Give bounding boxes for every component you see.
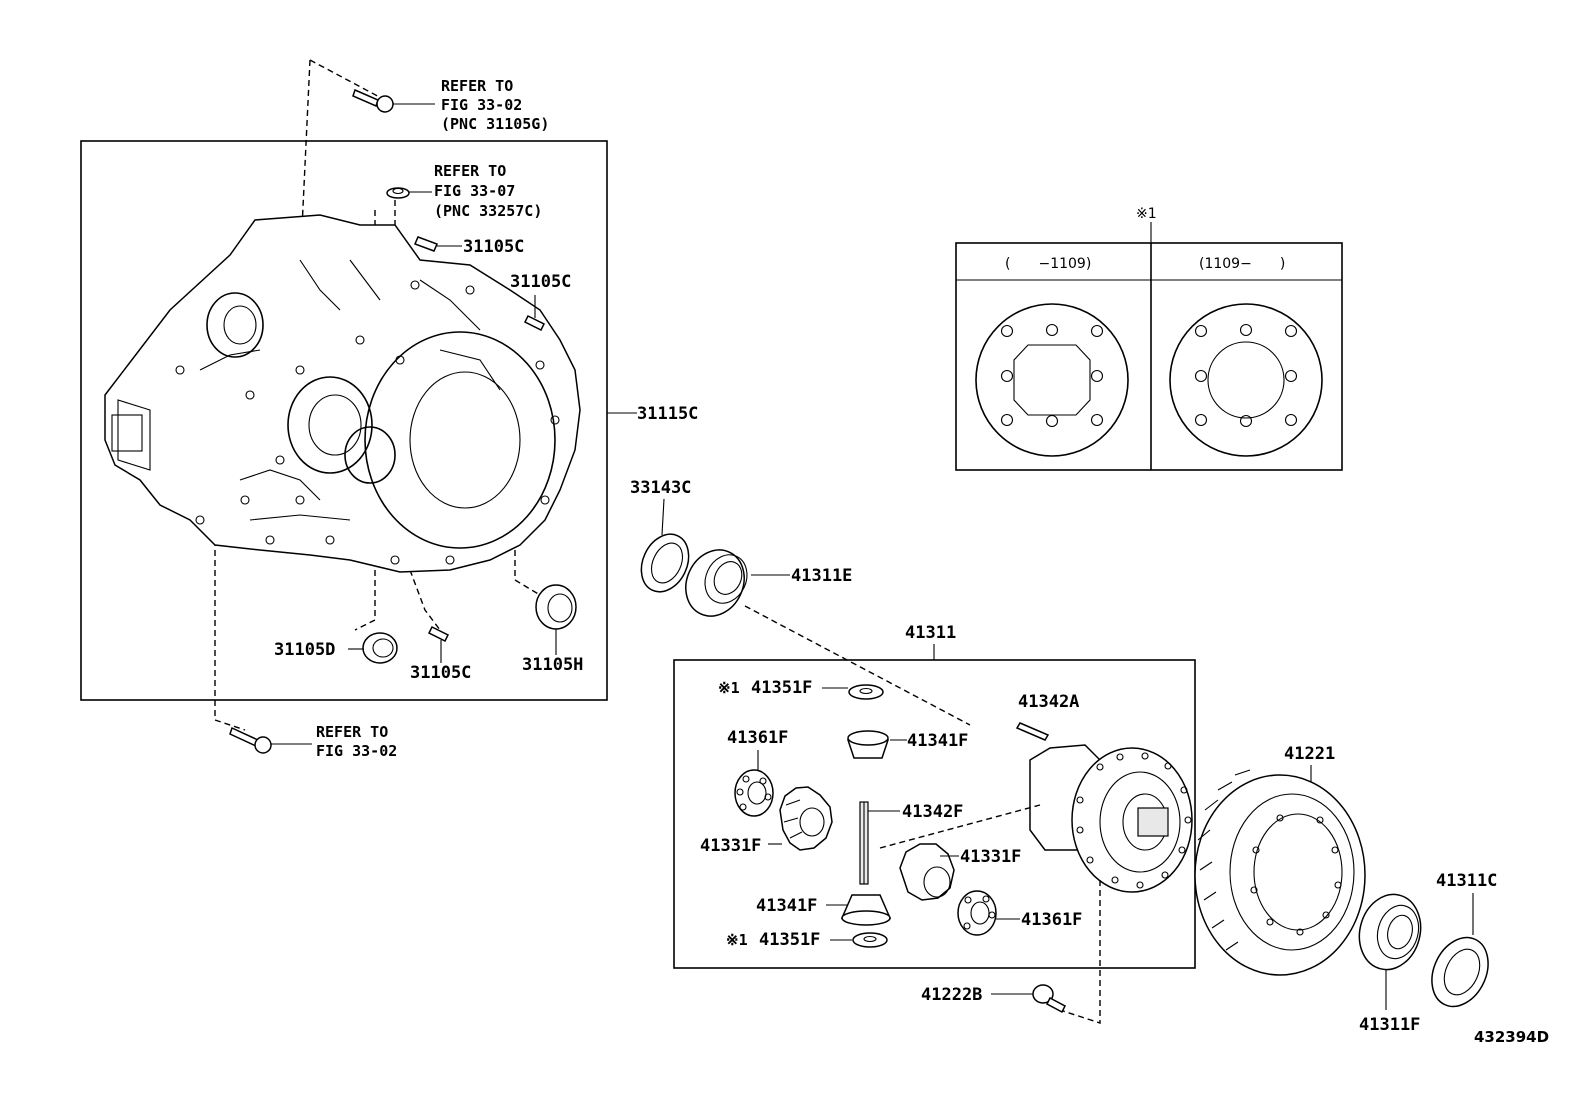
washer-plate-old: [975, 303, 1129, 457]
ring-gear-41221: [1194, 769, 1366, 976]
side-gear-41331F-b: [899, 843, 955, 901]
ref3-line1: REFER TO: [316, 723, 388, 741]
washer-41351F-a: [848, 684, 884, 700]
pin-31105C-c: [427, 625, 450, 643]
label-41331F-b: 41331F: [960, 847, 1021, 867]
bearing-41311F: [1358, 893, 1422, 971]
label-31105C-a: 31105C: [463, 237, 524, 257]
label-33143C: 33143C: [630, 478, 691, 498]
washer-41351F-b: [852, 932, 888, 948]
seal-31105D: [362, 632, 398, 664]
pin-31105C-a: [413, 236, 439, 252]
note-mark-b: ※1: [726, 931, 748, 949]
bolt-top: [352, 88, 394, 113]
leader-case-bolt: [1059, 880, 1101, 1024]
inset-col-right: (1109− ): [1199, 256, 1285, 272]
label-31105D: 31105D: [274, 640, 335, 660]
ref2-line2: FIG 33-07: [434, 182, 515, 200]
ref2-note: REFER TO FIG 33-07 (PNC 33257C): [434, 162, 542, 220]
case-group-frame: [80, 140, 608, 701]
pin-31105C-b: [523, 314, 546, 332]
ref3-note: REFER TO FIG 33-02: [316, 723, 397, 760]
leader-shaft: [879, 804, 1041, 849]
label-41351F-b: 41351F: [759, 930, 820, 950]
race-41311C: [1431, 936, 1489, 1008]
plug-ref2: [386, 187, 410, 199]
label-41222B: 41222B: [921, 985, 982, 1005]
label-41361F-b: 41361F: [1021, 910, 1082, 930]
label-41342F: 41342F: [902, 802, 963, 822]
bearing-41311E: [685, 549, 748, 617]
ref2-line1: REFER TO: [434, 162, 506, 180]
differential-case: [1029, 744, 1193, 893]
label-41331F-a: 41331F: [700, 836, 761, 856]
pin-41342A: [1015, 722, 1050, 741]
label-41341F-b: 41341F: [756, 896, 817, 916]
label-31105C-b: 31105C: [510, 272, 571, 292]
leader-pin-c: [409, 569, 441, 631]
ref3-line2: FIG 33-02: [316, 742, 397, 760]
label-31105H: 31105H: [522, 655, 583, 675]
inset-col-left: ( −1109): [1005, 256, 1091, 272]
label-41221: 41221: [1284, 744, 1335, 764]
seal-31105H: [535, 584, 577, 630]
label-41311: 41311: [905, 623, 956, 643]
label-41311E: 41311E: [791, 566, 852, 586]
label-41311C: 41311C: [1436, 871, 1497, 891]
leader-bearing-e: [744, 605, 971, 726]
pinion-41341F-a: [846, 730, 890, 759]
label-31115C: 31115C: [637, 404, 698, 424]
washer-41361F-a: [734, 769, 774, 817]
label-41311F: 41311F: [1359, 1015, 1420, 1035]
ref1-line2: FIG 33-02: [441, 96, 522, 114]
label-41342A: 41342A: [1018, 692, 1079, 712]
ref1-line1: REFER TO: [441, 77, 513, 95]
bolt-41222B: [1032, 984, 1066, 1014]
label-31105C-c: 31105C: [410, 663, 471, 683]
ref1-note: REFER TO FIG 33-02 (PNC 31105G): [441, 77, 549, 133]
note-mark-a: ※1: [718, 679, 740, 697]
shaft-41342F: [859, 801, 869, 885]
inset-table: ※1 ( −1109) (1109− ): [955, 206, 1343, 471]
ref1-line3: (PNC 31105G): [441, 115, 549, 133]
ref2-line3: (PNC 33257C): [434, 202, 542, 220]
inset-title: ※1: [1136, 206, 1157, 222]
label-41361F-a: 41361F: [727, 728, 788, 748]
side-gear-41331F-a: [779, 786, 833, 851]
race-33143C: [640, 533, 690, 593]
leader-seal-d: [354, 210, 376, 631]
bolt-bottom: [229, 726, 272, 754]
washer-41361F-b: [957, 890, 997, 936]
washer-plate-new: [1169, 303, 1323, 457]
transaxle-case-drawing: [104, 214, 581, 573]
pinion-41341F-b: [840, 894, 892, 926]
diagram-id: 432394D: [1474, 1028, 1549, 1046]
diff-group-frame: [673, 659, 1196, 969]
label-41351F-a: 41351F: [751, 678, 812, 698]
label-41341F-a: 41341F: [907, 731, 968, 751]
